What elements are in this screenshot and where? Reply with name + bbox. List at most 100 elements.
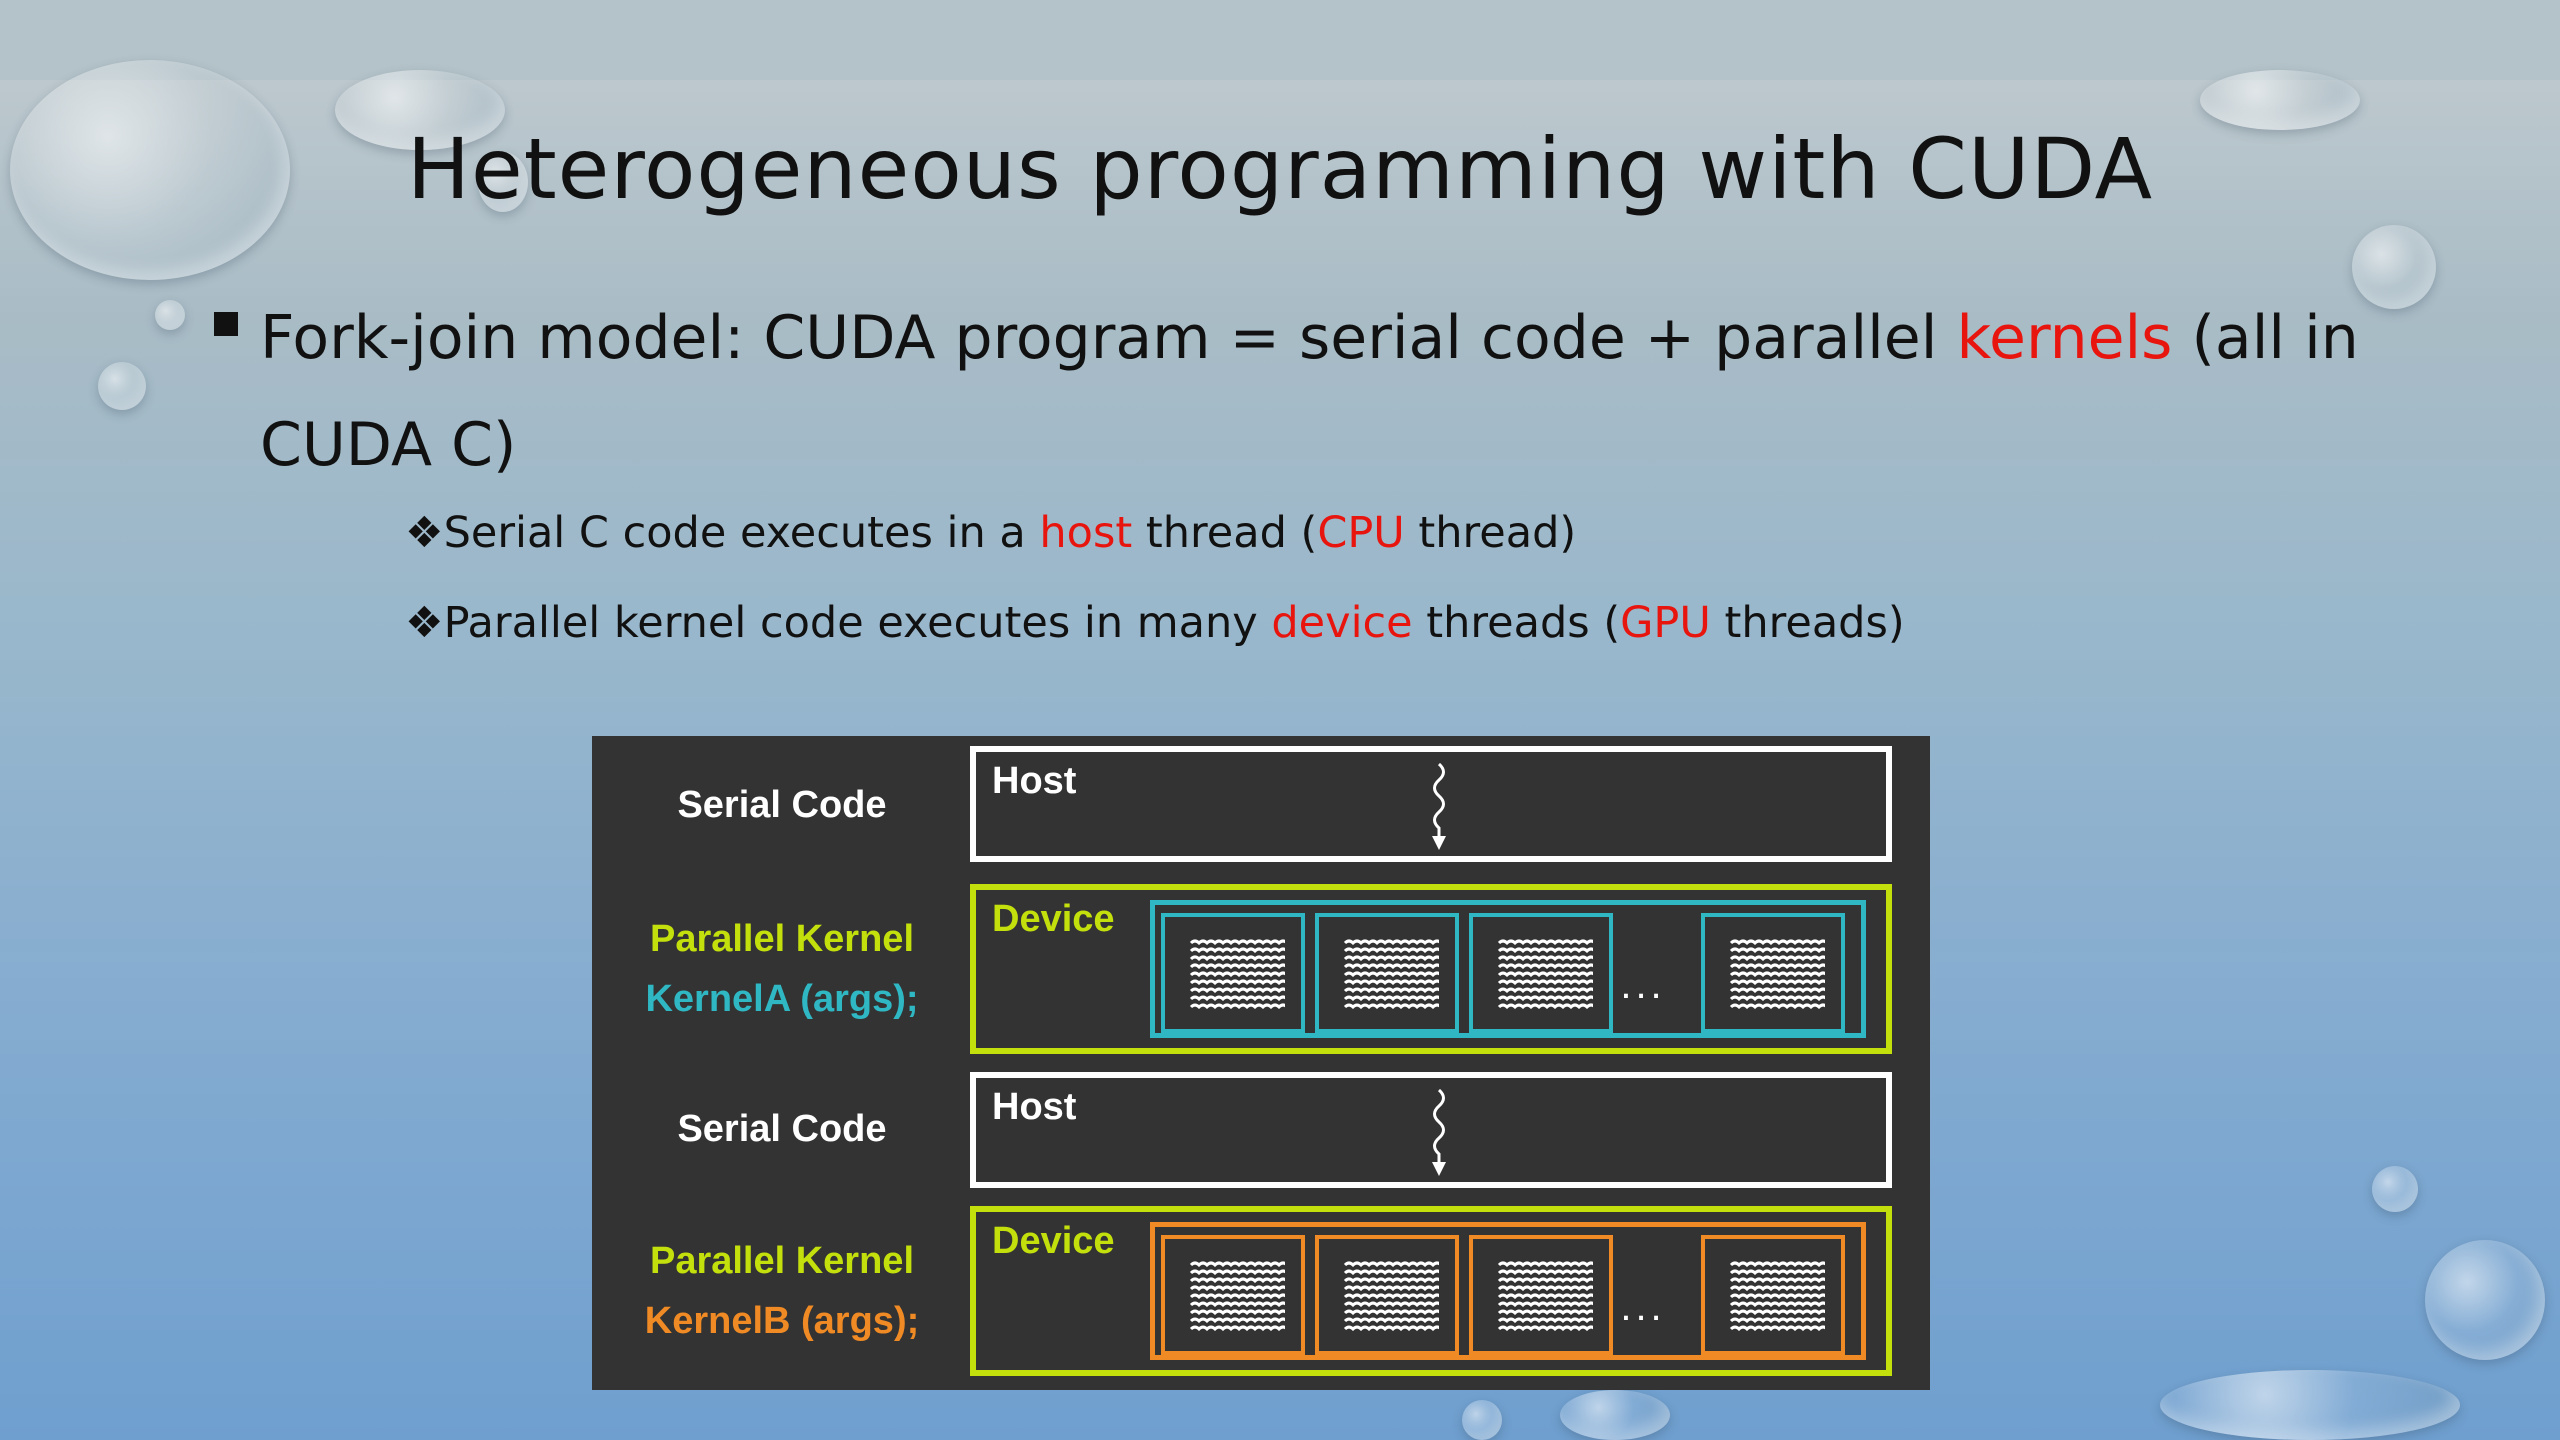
thread-waves bbox=[1729, 939, 1829, 1010]
threads-icon bbox=[1189, 1259, 1289, 1339]
water-drop bbox=[2352, 225, 2436, 309]
host-box: Host bbox=[970, 1072, 1892, 1188]
thread-line bbox=[1729, 963, 1829, 970]
thread-line bbox=[1729, 1325, 1829, 1332]
water-drop bbox=[2160, 1370, 2460, 1440]
thread-line bbox=[1343, 1285, 1443, 1292]
fork-join-diagram: Serial Code Host Parallel Kernel KernelA… bbox=[592, 736, 1930, 1390]
threads-icon bbox=[1497, 937, 1597, 1017]
sub-text: Parallel kernel code executes in many bbox=[443, 598, 1272, 648]
thread-block bbox=[1701, 1235, 1845, 1355]
thread-line bbox=[1729, 1309, 1829, 1316]
thread-line bbox=[1343, 939, 1443, 946]
thread-line bbox=[1729, 1261, 1829, 1268]
top-band bbox=[0, 0, 2560, 80]
serial-code-label: Serial Code bbox=[677, 784, 887, 826]
host-box-title: Host bbox=[992, 1086, 1077, 1128]
water-drop bbox=[1560, 1390, 1670, 1440]
thread-block bbox=[1469, 1235, 1613, 1355]
diamond-bullet-icon: ❖ bbox=[405, 598, 444, 648]
bullet-text-end: (all in CUDA C) bbox=[260, 303, 2359, 480]
thread-line bbox=[1343, 971, 1443, 978]
thread-line bbox=[1729, 1301, 1829, 1308]
thread-arrow-icon bbox=[1432, 1088, 1446, 1176]
thread-line bbox=[1189, 1293, 1289, 1300]
threads-icon bbox=[1189, 937, 1289, 1017]
thread-line bbox=[1189, 979, 1289, 986]
thread-line bbox=[1497, 947, 1597, 954]
sub-text: threads) bbox=[1710, 598, 1905, 648]
thread-line bbox=[1729, 971, 1829, 978]
thread-block bbox=[1315, 913, 1459, 1033]
thread-line bbox=[1189, 1261, 1289, 1268]
thread-line bbox=[1189, 1003, 1289, 1010]
thread-line bbox=[1729, 995, 1829, 1002]
threads-icon bbox=[1343, 937, 1443, 1017]
thread-line bbox=[1729, 1285, 1829, 1292]
thread-line bbox=[1343, 979, 1443, 986]
bullet-square bbox=[214, 312, 238, 336]
thread-waves bbox=[1497, 1261, 1597, 1332]
thread-line bbox=[1497, 1277, 1597, 1284]
thread-line bbox=[1343, 1309, 1443, 1316]
bullet-text: Fork-join model: CUDA program = serial c… bbox=[260, 303, 1957, 373]
thread-line bbox=[1497, 963, 1597, 970]
thread-line bbox=[1189, 1309, 1289, 1316]
thread-line bbox=[1497, 1309, 1597, 1316]
thread-block bbox=[1161, 1235, 1305, 1355]
thread-line bbox=[1189, 947, 1289, 954]
thread-line bbox=[1343, 1261, 1443, 1268]
thread-block bbox=[1161, 913, 1305, 1033]
host-box: Host bbox=[970, 746, 1892, 862]
thread-waves bbox=[1343, 939, 1443, 1010]
device-box-title: Device bbox=[992, 898, 1115, 940]
thread-line bbox=[1189, 1317, 1289, 1324]
thread-line bbox=[1189, 1301, 1289, 1308]
thread-line bbox=[1189, 995, 1289, 1002]
thread-line bbox=[1729, 1317, 1829, 1324]
thread-line bbox=[1729, 1293, 1829, 1300]
sub-text: thread ( bbox=[1132, 508, 1318, 558]
thread-waves bbox=[1497, 939, 1597, 1010]
thread-line bbox=[1729, 1003, 1829, 1010]
thread-line bbox=[1497, 971, 1597, 978]
thread-line bbox=[1729, 987, 1829, 994]
water-drop bbox=[2200, 70, 2360, 130]
thread-waves bbox=[1189, 1261, 1289, 1332]
thread-line bbox=[1497, 1261, 1597, 1268]
sub-bullet: ❖Parallel kernel code executes in many d… bbox=[405, 598, 1905, 648]
thread-line bbox=[1729, 939, 1829, 946]
thread-line bbox=[1343, 1003, 1443, 1010]
sub-highlight: GPU bbox=[1620, 598, 1711, 648]
thread-line bbox=[1497, 979, 1597, 986]
threads-icon bbox=[1729, 1259, 1829, 1339]
thread-line bbox=[1189, 1285, 1289, 1292]
thread-line bbox=[1189, 987, 1289, 994]
sub-text: thread) bbox=[1404, 508, 1577, 558]
thread-line bbox=[1189, 1325, 1289, 1332]
water-drop bbox=[2372, 1166, 2418, 1212]
thread-line bbox=[1189, 1277, 1289, 1284]
thread-line bbox=[1729, 947, 1829, 954]
thread-line bbox=[1497, 987, 1597, 994]
thread-line bbox=[1497, 1293, 1597, 1300]
sub-highlight: CPU bbox=[1317, 508, 1405, 558]
thread-line bbox=[1729, 1269, 1829, 1276]
bullet-highlight: kernels bbox=[1956, 303, 2173, 373]
thread-line bbox=[1497, 939, 1597, 946]
thread-line bbox=[1497, 955, 1597, 962]
thread-line bbox=[1189, 1269, 1289, 1276]
sub-highlight: device bbox=[1271, 598, 1413, 648]
thread-waves bbox=[1189, 939, 1289, 1010]
water-drop bbox=[335, 70, 505, 150]
kernel-a-call: KernelA (args); bbox=[645, 978, 919, 1020]
thread-waves bbox=[1729, 1261, 1829, 1332]
sub-bullet: ❖Serial C code executes in a host thread… bbox=[405, 508, 1576, 558]
thread-line bbox=[1497, 1317, 1597, 1324]
thread-line bbox=[1189, 963, 1289, 970]
thread-block bbox=[1315, 1235, 1459, 1355]
diamond-bullet-icon: ❖ bbox=[405, 508, 444, 558]
water-drop bbox=[10, 60, 290, 280]
host-box-title: Host bbox=[992, 760, 1077, 802]
slide-title: Heterogeneous programming with CUDA bbox=[406, 120, 2154, 218]
